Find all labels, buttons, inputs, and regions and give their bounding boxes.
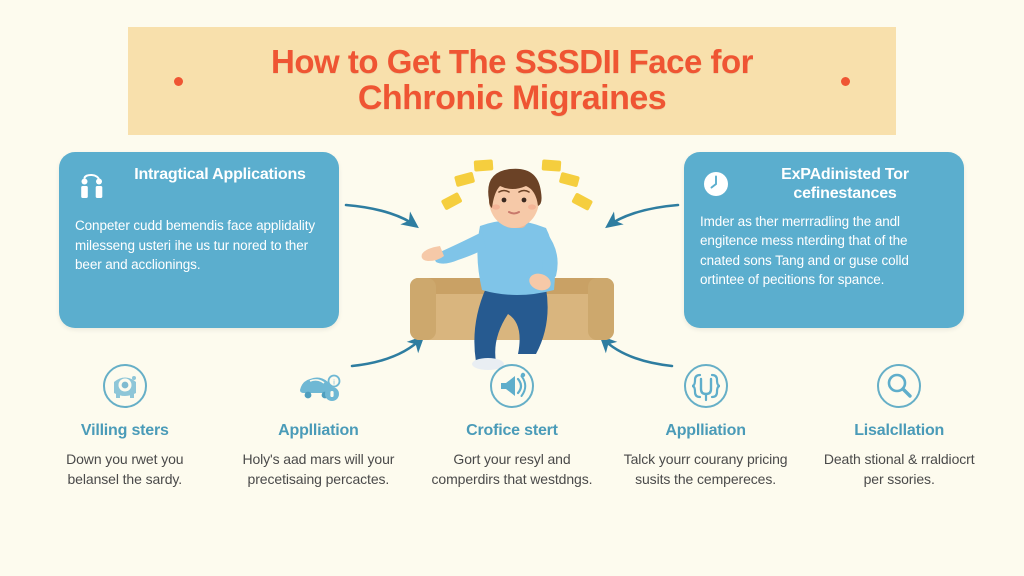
bottom-item-2-desc: Holy's aad mars will your precetisaing p… [242,451,395,487]
person-lower-body [472,288,548,370]
info-card-left-header: Intragtical Applications [75,166,321,202]
megaphone-circle-icon [486,360,538,412]
title-banner: How to Get The SSSDII Face for Chhronic … [128,27,896,135]
bottom-item-3-title: Crofice stert [466,422,558,439]
bottom-item-4-title: Applliation [665,422,746,439]
bottom-item-1[interactable]: Villing sters Down you rwet you belansel… [28,360,222,490]
bottom-item-1-desc: Down you rwet you belansel the sardy. [66,451,184,487]
bottom-item-4-desc: Talck yourr courany pricing susits the c… [623,451,788,487]
info-card-right-title: ExPAdinisted Tor cefinestances [781,166,909,202]
bottom-item-5-desc: Death stional & rraldiocrt per ssories. [823,451,975,487]
bracket-u-circle-icon [680,360,732,412]
page-title-line-2: Chhronic Migraines [357,79,667,118]
bottom-item-4[interactable]: Applliation Talck yourr courany pricing … [609,360,803,490]
info-card-right-body: Imder as ther merrradling the andl engit… [700,213,909,288]
bottom-item-2-title: Applliation [278,422,359,439]
magnifier-circle-icon [873,360,925,412]
banner-shape-right [128,27,896,135]
bottom-item-5[interactable]: Lisalcllation Death stional & rraldiocrt… [802,360,996,490]
bottom-item-2[interactable]: i Applliation Holy's aad mars will your … [222,360,416,490]
person-head [488,168,542,228]
car-icon: i [292,360,344,412]
person-upper-body [421,220,558,295]
info-card-right-header: ExPAdinisted Tor cefinestances [700,166,946,204]
bottom-item-3[interactable]: Crofice stert Gort your resyl and comper… [415,360,609,490]
camera-circle-icon [99,360,151,412]
person-sitting-on-couch-illustration [410,159,614,370]
two-people-connected-icon [75,168,109,202]
banner-dot-right-icon [841,77,850,86]
page-title-line-1: How to Get The SSSDII Face for [271,42,753,80]
bottom-items-row: Villing sters Down you rwet you belansel… [28,360,996,490]
info-card-right[interactable]: ExPAdinisted Tor cefinestances Imder as … [684,152,964,328]
svg-text:i: i [334,380,336,387]
info-card-left-body: Conpeter cudd bemendis face applidality … [75,218,316,273]
bottom-item-3-desc: Gort your resyl and comperdirs that west… [431,451,593,487]
info-card-left[interactable]: Intragtical Applications Conpeter cudd b… [59,152,339,328]
clock-icon [700,168,734,202]
idea-rays-icon [441,159,593,211]
banner-dot-left-icon [174,77,183,86]
banner-text-group: How to Get The SSSDII Face for Chhronic … [128,27,896,135]
info-card-left-title: Intragtical Applications [134,166,306,183]
bottom-item-1-title: Villing sters [80,422,169,439]
bottom-item-5-title: Lisalcllation [854,422,945,439]
